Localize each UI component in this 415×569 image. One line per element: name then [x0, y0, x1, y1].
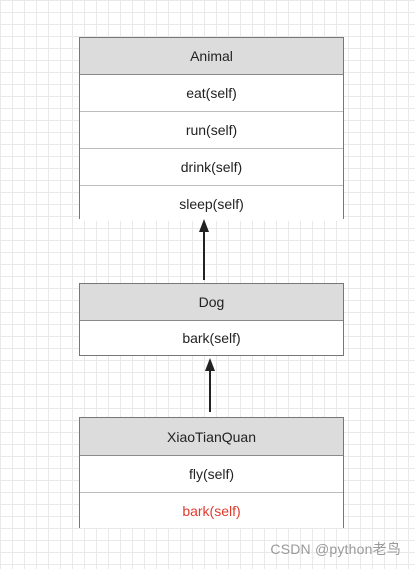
method-sleep: sleep(self)	[80, 186, 343, 221]
watermark: CSDN @python老鸟	[270, 541, 401, 557]
inheritance-arrow-dog-to-animal	[199, 219, 209, 280]
method-xiaotianquan-bark-override: bark(self)	[80, 493, 343, 528]
class-name-dog: Dog	[80, 284, 343, 321]
class-box-dog[interactable]: Dog bark(self)	[79, 283, 344, 356]
class-box-animal[interactable]: Animal eat(self) run(self) drink(self) s…	[79, 37, 344, 221]
class-name-animal: Animal	[80, 38, 343, 75]
class-box-xiaotianquan[interactable]: XiaoTianQuan fly(self) bark(self)	[79, 417, 344, 528]
method-drink: drink(self)	[80, 149, 343, 186]
method-fly: fly(self)	[80, 456, 343, 493]
inheritance-arrow-xiaotianquan-to-dog	[205, 358, 215, 412]
method-eat: eat(self)	[80, 75, 343, 112]
method-dog-bark: bark(self)	[80, 321, 343, 355]
method-run: run(self)	[80, 112, 343, 149]
class-name-xiaotianquan: XiaoTianQuan	[80, 418, 343, 456]
